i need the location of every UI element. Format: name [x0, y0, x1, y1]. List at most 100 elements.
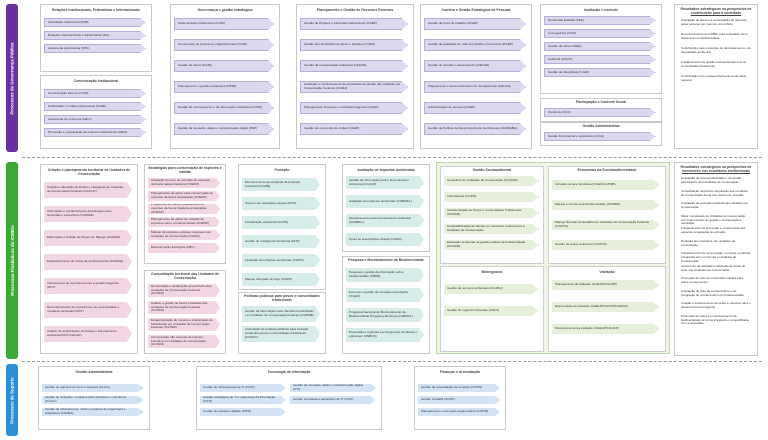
process-item: Manejo de espécies exóticas invasoras na… [148, 230, 220, 240]
process-item: Gestão do conhecimento e da informação i… [174, 102, 274, 114]
process-item: Demarcação e sinalização do perímetro da… [148, 284, 220, 297]
process-item: Ouvidoria (OUV) [544, 108, 656, 117]
process-item: Planejamento de ações de redução de impa… [148, 217, 220, 227]
process-item: Gestão da informação sobre famílias bene… [242, 306, 320, 322]
band-label: Processos de Governança Pública [9, 42, 15, 114]
process-item: Criação e alteração de limites e categor… [44, 182, 132, 198]
process-item: Gestão da inovação, dados e transformaçã… [174, 123, 274, 135]
group-title: Avaliação de Impactos Ambientais [357, 168, 415, 172]
process-item: Educação ambiental na gestão pública da … [444, 240, 538, 250]
process-item: Gestão da qualidade de vida no trabalho … [424, 39, 526, 51]
process-item: Gestão de licitações, contratos administ… [42, 396, 144, 404]
group-title: Estratégias para conservação de espécies… [148, 166, 222, 175]
process-item: Gestão de negócios florestais (CPLO) [444, 306, 538, 316]
strategic-result: Promoção de ciência e monitoramento da b… [681, 313, 749, 326]
process-item: Caracterização de Povos e Comunidades Tr… [444, 208, 538, 218]
process-item: Gestão da informação para o licenciament… [346, 176, 424, 189]
process-item: Gestão da Política de Desenvolvimento de… [424, 123, 526, 135]
strategic-result: Fortalecimento da conservação, recursos … [681, 251, 751, 263]
process-item: Bioreservação Ecológica (CBC) [148, 243, 220, 253]
process-item: Planejamento e execução orçamentária (CO… [418, 408, 500, 416]
strategic-result: Contribuição com o desenvolvimento suste… [681, 74, 747, 82]
process-item: Gestão da posse ambiental (CGPCS) [552, 240, 660, 250]
process-item: Gestão da integridade (CGDI) [544, 68, 656, 77]
process-item: Auditoria (AUDIT) [544, 55, 656, 64]
process-item: Monitoramento para licenciamento ambient… [346, 214, 424, 227]
strategic-result: Consolidação territorial e ampliação das… [681, 188, 748, 197]
strategic-result: Redução dos incêndios nas unidades de co… [681, 238, 736, 247]
process-item: Gestão de Projetos e parcerias instituci… [300, 18, 408, 30]
group-title: Tecnologia da Informação [267, 370, 311, 374]
strategic-result: Ampliação da proteção territorial das Un… [681, 201, 748, 209]
process-item: Gestão da compensação ambiental (CECAN) [300, 60, 408, 72]
process-item: Gestão da arrecadação de receitas (COFIN… [418, 384, 500, 392]
strategic-result: Fortalecimento da gestão socioambiental … [681, 60, 747, 68]
band-finalisticos: Processos Finalísticos do ICMBio [6, 162, 18, 359]
process-item: Articulação Institucional (RIB) [44, 18, 146, 27]
strategic-result: Reconhecimento do ICMBio pela sociedade … [681, 32, 748, 40]
separator [22, 361, 762, 362]
group-title: Gestão Administrativa [582, 124, 620, 128]
process-item: Planejamento de ações para conservação d… [148, 191, 220, 201]
process-item: Gestão de riscos (CGDI) [174, 60, 274, 72]
process-item: Assessoria de Imprensa (CECI) [44, 115, 146, 124]
process-item: Assessoria parlamentar (DPL) [44, 44, 146, 53]
process-item: Gestão estratégica de TI e segurança da … [200, 396, 286, 404]
process-item: Gestão Contábil (CONT) [418, 396, 500, 404]
process-item: Planejamento financeiro e territorial in… [300, 102, 408, 114]
process-item: Corregedoria (COR) [544, 29, 656, 38]
process-item: Gestão Documental e arquivística (CGA) [544, 132, 656, 141]
process-item: Programas de manejo populacional de espé… [148, 204, 220, 214]
group-title: Governança e gestão estratégica [197, 8, 253, 12]
separator [22, 157, 762, 158]
strategic-result: Fortalecimento da promoção e conservação… [681, 226, 746, 234]
process-item: Suporte em operações aéreas (DCH) [242, 197, 320, 210]
strategic-result: Criação e fortalecimento de redes e cole… [681, 301, 751, 309]
process-item: Gestão da conversão de multas (CGEP) [300, 123, 408, 135]
strategic-result: Ampliação do grau de conhecimento e de i… [681, 288, 744, 297]
process-item: Apuração de infrações ambientais (CGPR) [242, 254, 320, 267]
group-title: Gestão Administrativa [75, 370, 113, 374]
band-governanca: Processos de Governança Pública [6, 4, 18, 152]
process-item: Monitoramento geoespacial da proteção am… [242, 178, 320, 191]
process-item: Promoção e organização de eventos instit… [44, 128, 146, 137]
process-item: Avaliação do risco de extinção de espéci… [148, 178, 220, 188]
group-title: Consolidação territorial das Unidades de… [150, 272, 220, 281]
process-item: Modernização institucional (CGDI) [174, 18, 274, 30]
right-panel-sociedade: Resultados estratégicos na perspectiva d… [674, 4, 758, 149]
process-item: Gestão de serviços ambientais (CGPAV) [444, 284, 538, 294]
group-title: Planejamento e Gestão de Recursos Extern… [316, 8, 394, 12]
group-title: Proteção [274, 168, 290, 172]
process-item: Prevenção e resposta a emergências climá… [346, 328, 424, 342]
band-label: Processos de Suporte [9, 376, 15, 424]
group-title: Comunicação Institucional [73, 79, 119, 83]
group-title: Relações Institucionais, Federativas e I… [52, 8, 140, 12]
process-item: Manejo integrado do fogo (CGPR) [242, 273, 320, 286]
group-title: Visitação [599, 270, 615, 274]
process-item: Estabelecimento de zonas de amorteciment… [44, 254, 132, 270]
process-item: Conselhos de Unidades de Conservação (CG… [444, 176, 538, 186]
process-item: Gestão dos fundos/fins de apoio e doaçõe… [300, 39, 408, 51]
process-item: Gestão contratual e aquisições de TI (CS… [290, 396, 376, 404]
process-item: Reconhecimento de mecanismos de conectiv… [44, 302, 132, 318]
group-politicas [238, 292, 326, 354]
process-item: Planejamento da visitação (CGEUP/CGUDP) [552, 280, 660, 290]
process-item: Gestão de logística de bens e serviços (… [42, 384, 144, 392]
process-item: Mapeamento e desenvolvimento de competên… [424, 81, 526, 93]
process-item: Relações Internacionais e Diplomáticas (… [44, 31, 146, 40]
process-item: Gestão de infraestrutura de TI (CGTI) [200, 384, 286, 392]
process-item: Incorporação não onerosa de imóveis inse… [148, 335, 220, 348]
process-item: Pesquisa e gestão da informação sobre bi… [346, 268, 424, 282]
strategic-result: Ampliação do acesso à conservação da nat… [681, 18, 747, 26]
process-item: Gestão da força de trabalho (DGEP) [424, 18, 526, 30]
group-title: Bionegócios [481, 270, 503, 274]
group-title: Finanças e Arrecadação [439, 370, 481, 374]
process-item: Apoio às autorizações diretas (CGMC) [346, 233, 424, 246]
process-item: Governança de processos organizacionais … [174, 39, 274, 51]
process-item: Estruturação da visitação (CGEUP/CGUDP/C… [552, 302, 660, 312]
process-item: Demandas judiciais (PFE) [544, 16, 656, 25]
process-item: Gestão de Inteligência Ambiental (DNP) [242, 235, 320, 248]
process-item: Inclusão social e produtiva (CGEC/CGPMB) [552, 180, 660, 190]
process-item: Fiscalização ambiental (CGPR) [242, 216, 320, 229]
strategic-result: Maior completude de Unidades de Conserva… [681, 213, 746, 226]
